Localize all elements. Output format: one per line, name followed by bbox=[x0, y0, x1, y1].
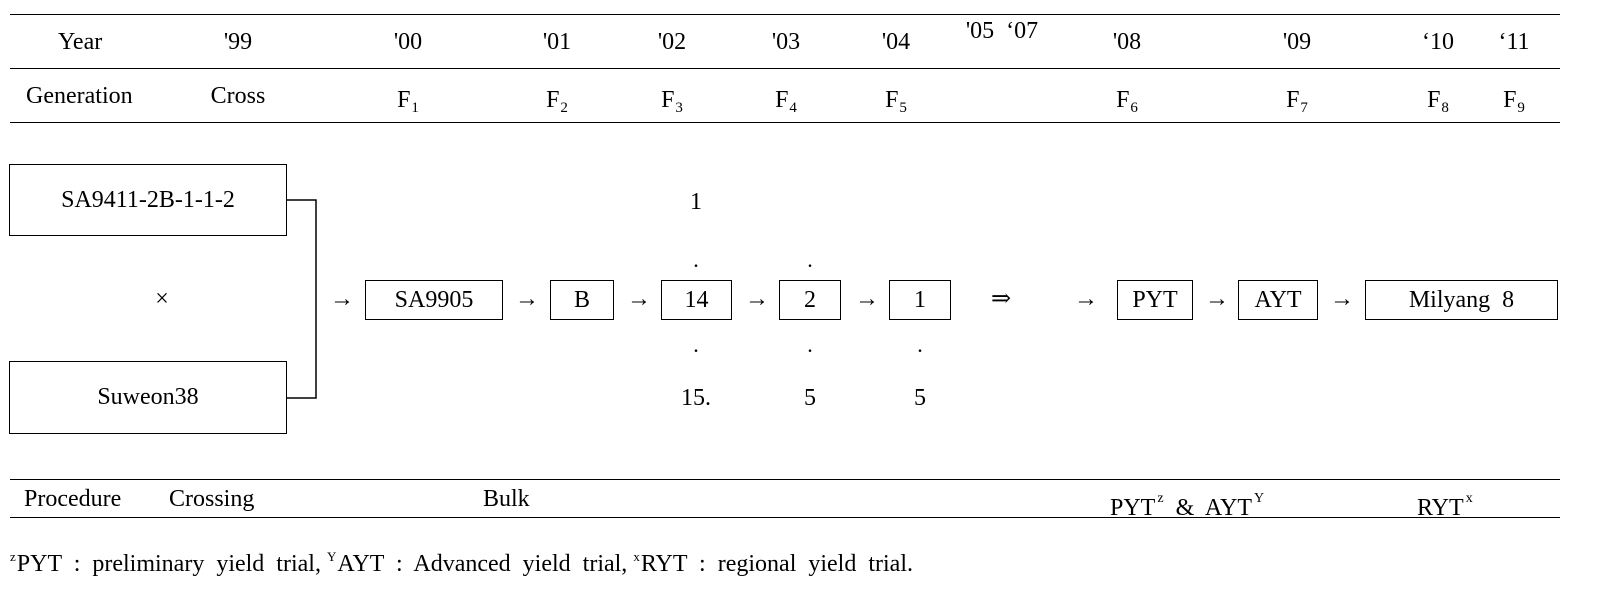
year-2011: ‘11 bbox=[1498, 29, 1530, 55]
cross-symbol: × bbox=[155, 286, 169, 312]
arrow-to-pyt: → bbox=[1074, 286, 1098, 312]
f5-dot-lower: . bbox=[917, 332, 923, 357]
generation-f7: F7 bbox=[1286, 87, 1308, 116]
generation-cross: Cross bbox=[210, 83, 266, 109]
generation-f6: F6 bbox=[1116, 87, 1138, 116]
footnote-ryt: RYT : regional yield trial. bbox=[640, 551, 913, 577]
procedure-bulk: Bulk bbox=[483, 486, 530, 512]
arrow-to-ayt: → bbox=[1205, 286, 1229, 312]
year-2001: '01 bbox=[542, 29, 572, 55]
footnote-pyt: PYT : preliminary yield trial, bbox=[16, 551, 321, 577]
footnote-x-mark: x bbox=[633, 549, 640, 564]
stage-box-pyt: PYT bbox=[1117, 280, 1193, 320]
f4-dot-lower: . bbox=[807, 332, 813, 357]
year-2003: '03 bbox=[771, 29, 801, 55]
arrow-to-f4: → bbox=[745, 286, 769, 312]
header-divider-rule bbox=[10, 68, 1560, 69]
f3-selection-top: 1 bbox=[690, 189, 702, 215]
generation-f3: F3 bbox=[661, 87, 683, 116]
procedure-label: Procedure bbox=[24, 486, 122, 512]
parent-box-suweon38: Suweon38 bbox=[9, 361, 287, 434]
stage-box-f5-1: 1 bbox=[889, 280, 951, 320]
year-2004: '04 bbox=[881, 29, 911, 55]
generation-f1: F1 bbox=[397, 87, 419, 116]
arrow-to-milyang8: → bbox=[1330, 286, 1354, 312]
procedure-top-rule bbox=[10, 479, 1560, 480]
year-2009: '09 bbox=[1282, 29, 1312, 55]
arrow-to-sa9905: → bbox=[330, 286, 354, 312]
f5-selection-bottom: 5 bbox=[914, 385, 926, 411]
generation-f9: F9 bbox=[1503, 87, 1525, 116]
arrow-to-bulk: → bbox=[515, 286, 539, 312]
footnote: zPYT : preliminary yield trial, YAYT : A… bbox=[10, 543, 913, 578]
year-label: Year bbox=[58, 29, 103, 55]
footnote-y-mark: Y bbox=[326, 549, 337, 564]
footnote-ayt: AYT : Advanced yield trial, bbox=[337, 551, 628, 577]
f3-dot-upper: . bbox=[693, 247, 699, 272]
f4-dot-upper: . bbox=[807, 247, 813, 272]
top-rule bbox=[10, 14, 1560, 15]
arrow-to-f3: → bbox=[627, 286, 651, 312]
year-1999: '99 bbox=[223, 29, 253, 55]
year-2000: '00 bbox=[393, 29, 423, 55]
header-bottom-rule bbox=[10, 122, 1560, 123]
stage-box-f4-2: 2 bbox=[779, 280, 841, 320]
double-arrow-icon: ⇒ bbox=[990, 286, 1012, 312]
f4-selection-bottom: 5 bbox=[804, 385, 816, 411]
procedure-bottom-rule bbox=[10, 517, 1560, 518]
generation-f4: F4 bbox=[775, 87, 797, 116]
year-2010: ‘10 bbox=[1422, 29, 1454, 55]
footnote-z-mark: z bbox=[10, 549, 16, 564]
stage-box-sa9905: SA9905 bbox=[365, 280, 503, 320]
stage-box-f3-14: 14 bbox=[661, 280, 732, 320]
generation-f8: F8 bbox=[1427, 87, 1449, 116]
year-2005-2007: '05 ‘07 bbox=[965, 18, 1039, 44]
stage-box-bulk: B bbox=[550, 280, 614, 320]
year-2008: '08 bbox=[1112, 29, 1142, 55]
stage-box-ayt: AYT bbox=[1238, 280, 1318, 320]
stage-box-milyang8: Milyang 8 bbox=[1365, 280, 1558, 320]
year-2002: '02 bbox=[657, 29, 687, 55]
f3-selection-bottom: 15. bbox=[681, 385, 711, 411]
cross-bracket-line bbox=[287, 199, 317, 399]
parent-box-sa9411: SA9411-2B-1-1-2 bbox=[9, 164, 287, 236]
generation-f5: F5 bbox=[885, 87, 907, 116]
f3-dot-lower: . bbox=[693, 332, 699, 357]
arrow-to-f5: → bbox=[855, 286, 879, 312]
generation-label: Generation bbox=[26, 83, 133, 109]
procedure-crossing: Crossing bbox=[169, 486, 255, 512]
generation-f2: F2 bbox=[546, 87, 568, 116]
